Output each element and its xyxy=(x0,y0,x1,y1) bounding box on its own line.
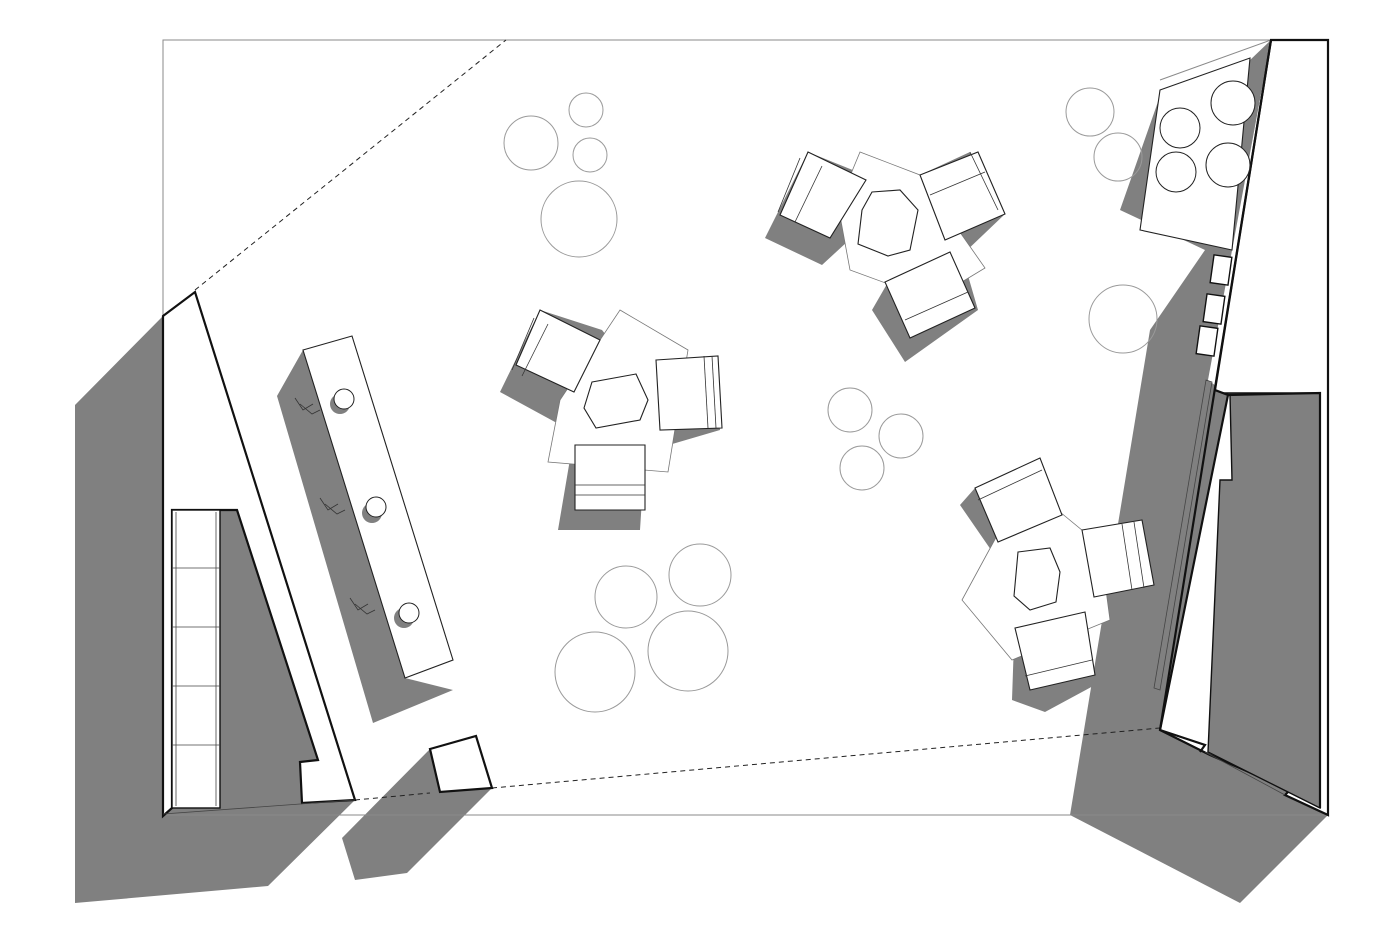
seating-group-1 xyxy=(777,151,1006,339)
wall-bench xyxy=(1153,379,1213,691)
plant-cluster xyxy=(503,92,618,258)
wall-niche xyxy=(1195,325,1219,357)
armchair xyxy=(655,355,723,431)
bar-stool xyxy=(330,388,355,414)
plant-cluster xyxy=(827,387,924,491)
bar-counter xyxy=(294,335,454,679)
counter-shadow xyxy=(277,350,453,723)
armchair xyxy=(777,151,867,239)
plant-cluster xyxy=(1088,284,1158,354)
armchair xyxy=(1014,611,1096,691)
coffee-table xyxy=(1013,547,1061,611)
armchair xyxy=(919,151,1006,241)
armchair xyxy=(884,251,976,339)
plant-cluster xyxy=(554,543,732,713)
armchair xyxy=(511,309,601,393)
dashed-lines xyxy=(194,39,1161,801)
coffee-table xyxy=(583,373,649,429)
bar-stool xyxy=(362,496,387,523)
entrance-kiosk xyxy=(428,734,494,794)
left-shelf-unit xyxy=(171,509,221,809)
coffee-table xyxy=(857,189,919,257)
seating-group-3 xyxy=(961,457,1155,691)
armchair xyxy=(974,457,1063,543)
wall-niche xyxy=(1209,254,1233,286)
right-wall-shadow xyxy=(1070,40,1328,903)
armchair xyxy=(574,444,646,511)
left-wall xyxy=(161,290,357,819)
cast-shadows xyxy=(75,40,1328,903)
bar-stool xyxy=(394,602,420,628)
plant-cluster xyxy=(1065,87,1143,182)
plant-circles xyxy=(503,87,1158,713)
armchair xyxy=(1081,519,1155,598)
wall-niche xyxy=(1202,293,1226,325)
seating-group-2 xyxy=(511,309,723,511)
right-wall xyxy=(1139,38,1330,817)
